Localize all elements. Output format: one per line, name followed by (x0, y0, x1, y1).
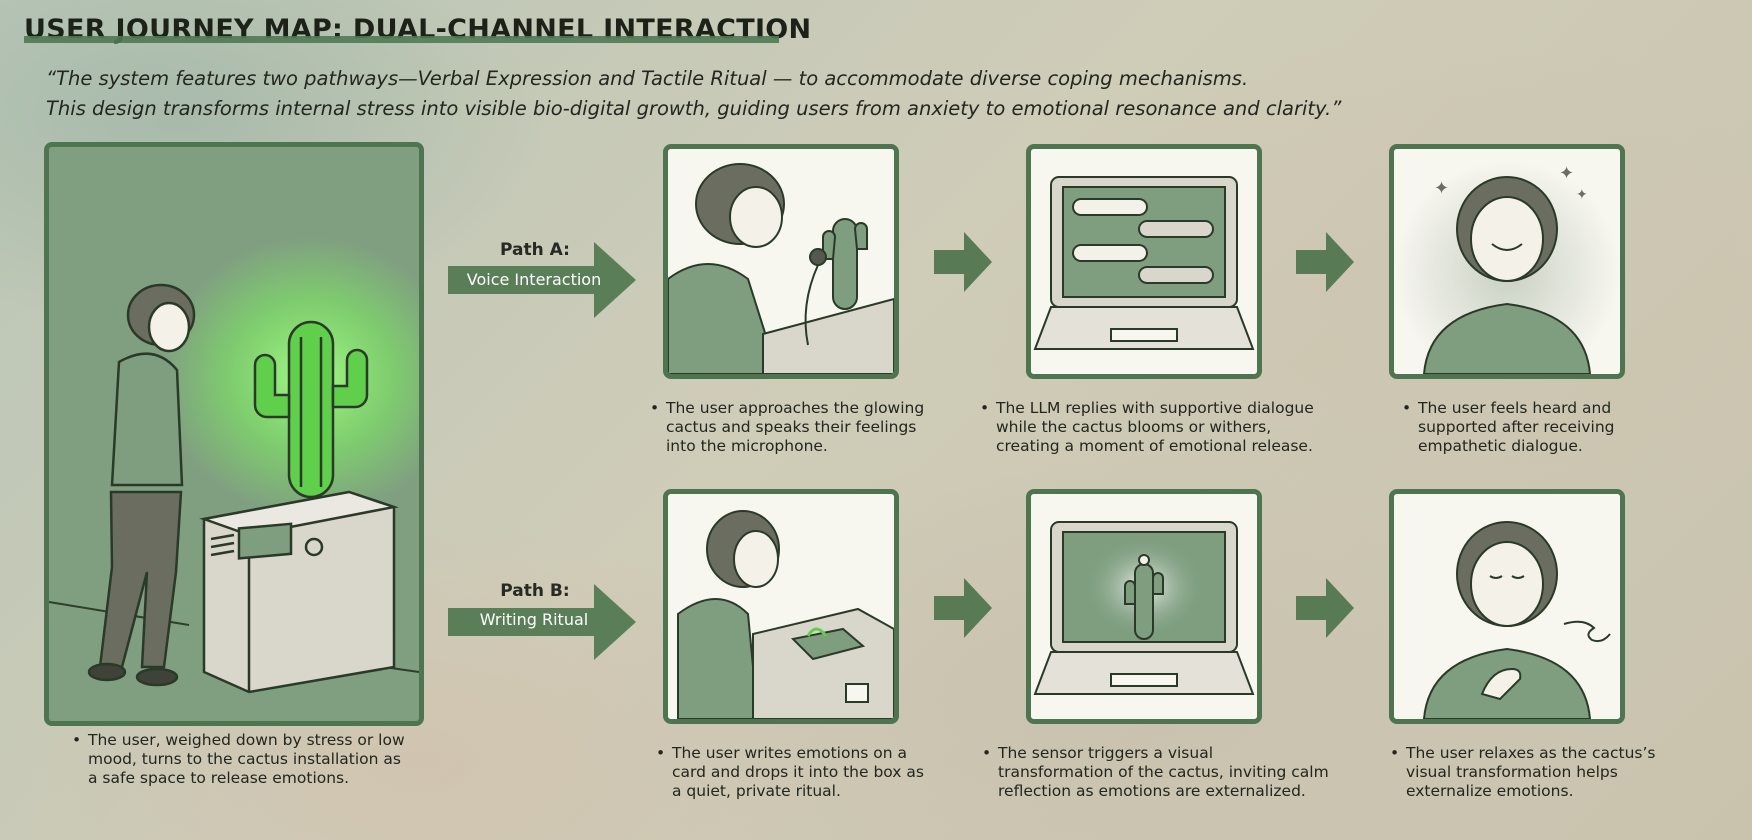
step-arrow (934, 232, 992, 292)
path-a-step-2-panel (1026, 144, 1262, 379)
path-a-step-1-panel (663, 144, 899, 379)
caption-bullet: • (656, 744, 666, 762)
caption-bullet: • (650, 399, 660, 417)
title-underline (24, 36, 779, 43)
path-b-mode: Writing Ritual (479, 610, 589, 629)
intro-panel (44, 142, 424, 726)
caption-bullet: • (980, 399, 990, 417)
path-a-mode: Voice Interaction (466, 270, 602, 289)
path-b-step-1-panel (663, 489, 899, 724)
path-b-step-3-caption: • The user relaxes as the cactus’s visua… (1390, 744, 1656, 800)
path-b-label: Path B: (500, 581, 570, 601)
path-b-step-2-caption: • The sensor triggers a visual transform… (982, 744, 1329, 800)
quote-line-2: This design transforms internal stress i… (46, 97, 1342, 120)
caption-bullet: • (72, 731, 82, 749)
quote-line-1: “The system features two pathways—Verbal… (46, 67, 1249, 90)
caption-bullet: • (982, 744, 992, 762)
caption-bullet: • (1402, 399, 1412, 417)
step-arrow (934, 578, 992, 638)
laptop-glowing-cactus-illustration (1031, 494, 1257, 719)
user-approaching-glowing-cactus-illustration (49, 147, 419, 721)
path-a-step-3-caption: • The user feels heard and supported aft… (1402, 399, 1615, 455)
step-arrow (1296, 232, 1354, 292)
svg-text:✦: ✦ (1559, 163, 1574, 184)
path-a-arrow (448, 242, 636, 318)
intro-quote: “The system features two pathways—Verbal… (46, 64, 1341, 124)
caption-bullet: • (1390, 744, 1400, 762)
user-speaking-into-microphone-illustration (668, 149, 894, 374)
intro-caption: • The user, weighed down by stress or lo… (72, 731, 405, 787)
path-b-step-2-panel (1026, 489, 1262, 724)
path-a-step-2-caption: • The LLM replies with supportive dialog… (980, 399, 1314, 455)
path-a-label: Path A: (500, 240, 570, 260)
laptop-chat-dialogue-illustration (1031, 149, 1257, 374)
step-arrow (1296, 578, 1354, 638)
path-b-arrow (448, 584, 636, 660)
path-a-step-3-panel: ✦ ✦ ✦ (1389, 144, 1625, 379)
path-b-step-1-caption: • The user writes emotions on a card and… (656, 744, 924, 800)
path-a-step-1-caption: • The user approaches the glowing cactus… (650, 399, 925, 455)
user-writing-card-illustration (668, 494, 894, 719)
relaxed-user-breathing-illustration (1394, 494, 1620, 719)
svg-text:✦: ✦ (1434, 178, 1449, 199)
path-b-step-3-panel (1389, 489, 1625, 724)
svg-text:✦: ✦ (1576, 187, 1588, 203)
smiling-user-glow-illustration: ✦ ✦ ✦ (1394, 149, 1620, 374)
